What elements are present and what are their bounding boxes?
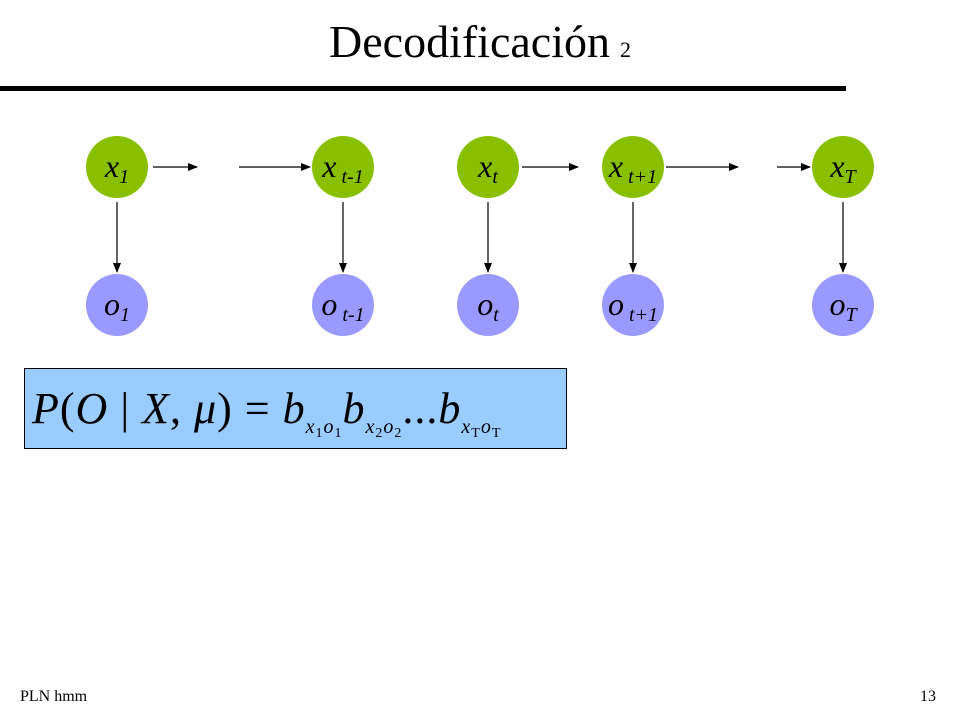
observation-node-5-label: oT bbox=[829, 286, 858, 326]
formula-terms: bx1o1bx2o2...bxToT bbox=[282, 384, 502, 441]
observation-node-4: o t+1 bbox=[602, 274, 664, 336]
formula-term-1: bx1o1 bbox=[282, 384, 343, 441]
observation-node-2-label: o t-1 bbox=[321, 286, 364, 326]
state-node-3: xt bbox=[457, 136, 519, 198]
state-node-2-circle bbox=[312, 136, 374, 198]
formula: P(O | X, μ) = bx1o1bx2o2...bxToT bbox=[32, 376, 562, 442]
slide-title: Decodificación 2 bbox=[0, 14, 960, 78]
formula-term-4: bxToT bbox=[438, 384, 502, 441]
state-node-2-label: x t-1 bbox=[321, 148, 363, 188]
observation-node-1-circle bbox=[86, 274, 148, 336]
observation-node-4-label: o t+1 bbox=[608, 286, 658, 326]
state-node-5-label: xT bbox=[829, 148, 857, 188]
state-node-5: xT bbox=[812, 136, 874, 198]
state-node-1-label: x1 bbox=[104, 148, 129, 188]
observation-node-5-circle bbox=[812, 274, 874, 336]
diagram-edges bbox=[113, 163, 847, 273]
observation-node-4-circle bbox=[602, 274, 664, 336]
formula-box bbox=[24, 368, 567, 449]
observation-node-2-circle bbox=[312, 274, 374, 336]
state-node-1-circle bbox=[86, 136, 148, 198]
title-underline bbox=[0, 86, 846, 91]
state-node-5-circle bbox=[812, 136, 874, 198]
observation-node-1-label: o1 bbox=[104, 286, 130, 326]
observation-node-3-circle bbox=[457, 274, 519, 336]
observation-node-3-label: ot bbox=[477, 286, 499, 326]
title-number: 2 bbox=[619, 37, 631, 62]
formula-term-2: bx2o2 bbox=[342, 384, 403, 441]
state-node-3-circle bbox=[457, 136, 519, 198]
title-text: Decodificación bbox=[329, 16, 610, 67]
state-node-3-label: xt bbox=[477, 148, 498, 188]
observation-node-1: o1 bbox=[86, 274, 148, 336]
footer-page-number: 13 bbox=[920, 688, 936, 705]
footer-course: PLN hmm bbox=[20, 688, 88, 705]
diagram-nodes: x1 x t-1 xt x t+1 xT o1 o t-1 ot o t+1 oT bbox=[86, 136, 874, 336]
state-node-1: x1 bbox=[86, 136, 148, 198]
state-node-4-circle bbox=[602, 136, 664, 198]
formula-ellipsis: ... bbox=[402, 384, 439, 433]
state-node-2: x t-1 bbox=[312, 136, 374, 198]
state-node-4-label: x t+1 bbox=[608, 148, 657, 188]
observation-node-2: o t-1 bbox=[312, 274, 374, 336]
formula-lhs: P(O | X, μ) = bbox=[32, 384, 283, 433]
observation-node-5: oT bbox=[812, 274, 874, 336]
observation-node-3: ot bbox=[457, 274, 519, 336]
state-node-4: x t+1 bbox=[602, 136, 664, 198]
